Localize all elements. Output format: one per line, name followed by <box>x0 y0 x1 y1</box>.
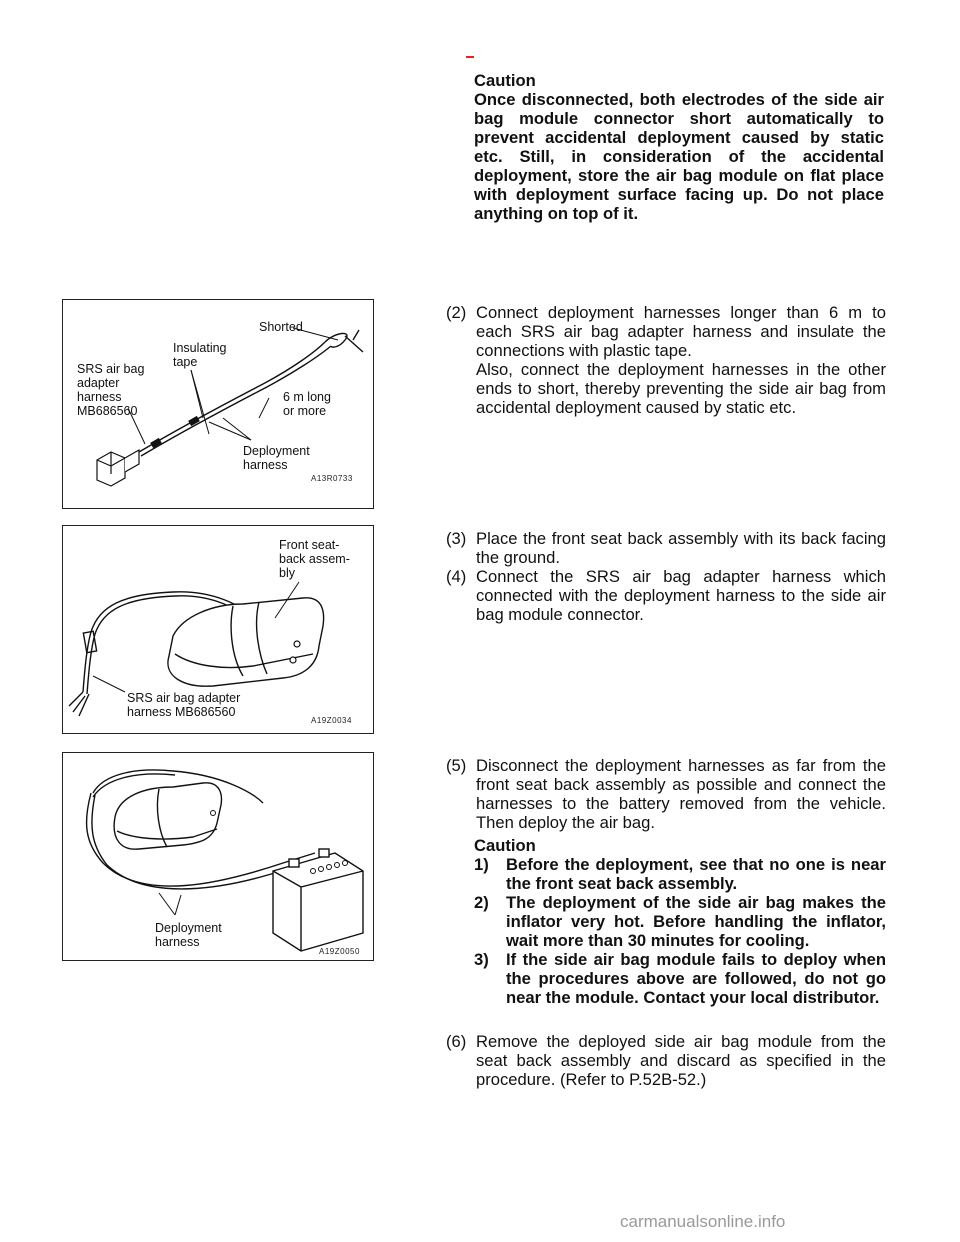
caution-block-1: Caution Once disconnected, both electrod… <box>474 71 884 223</box>
harness-illustration <box>96 327 364 487</box>
step-text: Remove the deployed side air bag module … <box>476 1032 886 1089</box>
label-srs-adapter-harness: SRS air bag adapter harness MB686560 <box>127 691 241 719</box>
figure-harness-connection: Shorted Insulating tape SRS air bag adap… <box>62 299 374 509</box>
battery-illustration <box>85 769 364 952</box>
step-6: (6) Remove the deployed side air bag mod… <box>446 1032 886 1089</box>
label-deployment-harness: Deployment harness <box>155 921 222 949</box>
step-text: Disconnect the deployment harnesses as f… <box>476 756 886 832</box>
step-text: Connect deployment harnesses longer than… <box>476 303 886 360</box>
red-mark <box>466 56 474 58</box>
step-2: (2) Connect deployment harnesses longer … <box>446 303 886 417</box>
step-number: (6) <box>446 1032 467 1051</box>
step-text: Place the front seat back assembly with … <box>476 529 886 567</box>
step-text: Connect the SRS air bag adapter harness … <box>476 567 886 624</box>
watermark: carmanualsonline.info <box>620 1212 786 1231</box>
step-number: (5) <box>446 756 467 775</box>
step-number: (4) <box>446 567 467 586</box>
label-srs-adapter-harness: SRS air bag adapter harness MB686560 <box>77 362 145 418</box>
caution-block-2: Caution 1) Before the deployment, see th… <box>474 836 886 1007</box>
step-number: (3) <box>446 529 467 548</box>
caution-item: 2) The deployment of the side air bag ma… <box>474 893 886 950</box>
caution-text: Once disconnected, both electrodes of th… <box>474 90 884 223</box>
figure-code: A19Z0050 <box>319 947 360 956</box>
caution-title: Caution <box>474 71 536 90</box>
caution-title: Caution <box>474 836 536 855</box>
figure-code: A19Z0034 <box>311 716 352 725</box>
step-text: Also, connect the deployment harnesses i… <box>476 360 886 417</box>
figure-battery-deployment: Deployment harness A19Z0050 <box>62 752 374 961</box>
step-5: (5) Disconnect the deployment harnesses … <box>446 756 886 832</box>
figure-seat-back: Front seat- back assem- bly SRS air bag … <box>62 525 374 734</box>
step-number: (2) <box>446 303 467 322</box>
label-front-seat-back: Front seat- back assem- bly <box>279 538 350 580</box>
seat-illustration <box>68 581 325 717</box>
label-shorted: Shorted <box>259 320 303 334</box>
step-3: (3) Place the front seat back assembly w… <box>446 529 886 624</box>
caution-item: 3) If the side air bag module fails to d… <box>474 950 886 1007</box>
figure-code: A13R0733 <box>311 474 353 483</box>
label-insulating-tape: Insulating tape <box>173 341 227 369</box>
caution-item: 1) Before the deployment, see that no on… <box>474 855 886 893</box>
label-length: 6 m long or more <box>283 390 331 418</box>
label-deployment-harness: Deployment harness <box>243 444 310 472</box>
